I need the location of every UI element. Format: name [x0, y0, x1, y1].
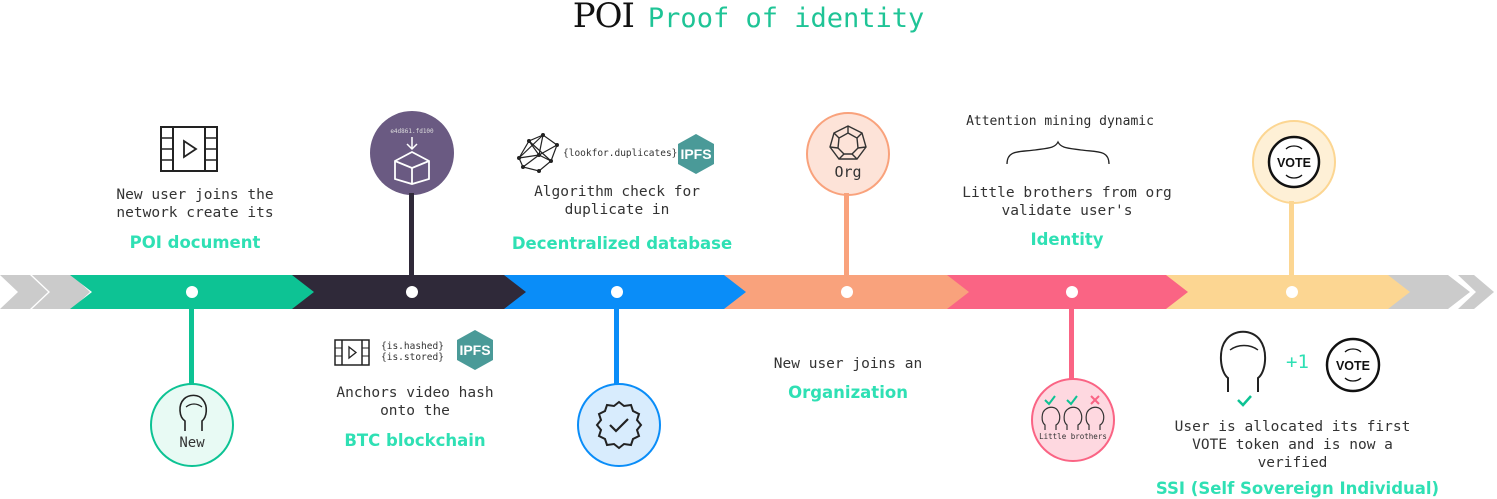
vote-badge-icon: VOTE: [1267, 135, 1321, 189]
hash-code: {is.hashed} {is.stored}: [381, 341, 444, 363]
lookfor-code: {lookfor.duplicates}: [563, 148, 678, 159]
user-head-icon: [1220, 330, 1266, 407]
timeline-segment-3: [504, 275, 754, 309]
step2-description: Anchors video hash onto the: [336, 385, 494, 419]
timeline-band: [0, 275, 1494, 309]
timeline-dot-1: [186, 286, 198, 298]
small-video-icon: [334, 339, 370, 366]
new-user-circle: New: [150, 383, 234, 467]
timeline-dot-3: [611, 286, 623, 298]
ipfs-label: IPFS: [459, 342, 490, 358]
video-icon: [160, 126, 218, 172]
vote-badge-label: VOTE: [1277, 156, 1311, 170]
vote-token-icon: VOTE: [1325, 337, 1381, 393]
step3-highlight: Decentralized database: [511, 234, 733, 253]
timeline-tail-chevron: [0, 275, 48, 309]
step4-stem: [844, 193, 849, 286]
box-icon: [394, 137, 430, 185]
hash-tag: e4d861.fd100: [390, 128, 434, 135]
title-main: POI: [572, 0, 635, 36]
timeline-dot-4: [841, 286, 853, 298]
timeline-dot-2: [406, 286, 418, 298]
ipfs-icon: IPFS: [457, 330, 493, 370]
little-brothers-label: Little brothers: [1039, 432, 1107, 441]
step2-stem: [409, 193, 414, 286]
vote-token-label: VOTE: [1336, 359, 1370, 373]
timeline-tail-chevron-2: [32, 275, 90, 309]
step2-highlight: BTC blockchain: [344, 431, 486, 450]
gem-icon: [829, 125, 867, 160]
title-sub: Proof of identity: [647, 3, 925, 34]
attention-mining-caption: Attention mining dynamic: [966, 114, 1154, 129]
step5-stem: [1069, 300, 1074, 386]
timeline-head: [1388, 275, 1470, 309]
check-badge-icon: [595, 400, 643, 450]
step3-description: Algorithm check for duplicate in: [534, 184, 700, 218]
timeline-dot-5: [1066, 286, 1078, 298]
ipfs-icon-2: IPFS: [678, 134, 714, 174]
step6-description: User is allocated its first VOTE token a…: [1174, 419, 1411, 471]
org-label: Org: [834, 163, 862, 181]
step5-description: Little brothers from org validate user's: [962, 185, 1172, 219]
step5-highlight: Identity: [1030, 230, 1104, 249]
step6-stem: [1289, 201, 1294, 286]
step1-highlight: POI document: [129, 233, 261, 252]
network-icon: [517, 133, 559, 173]
step4-description: New user joins an: [773, 356, 923, 372]
step1-description: New user joins the network create its: [116, 187, 274, 221]
org-circle: Org: [806, 112, 890, 196]
title: POI Proof of identity: [0, 0, 1497, 36]
timeline-dot-6: [1286, 286, 1298, 298]
little-brothers-circle: Little brothers: [1031, 378, 1115, 462]
verified-circle: [577, 383, 661, 467]
ipfs-label-2: IPFS: [680, 146, 711, 162]
step6-highlight: SSI (Self Sovereign Individual): [1155, 479, 1440, 498]
curly-brace-icon: [1006, 140, 1110, 165]
step1-stem: [189, 300, 194, 392]
hash-circle: e4d861.fd100: [370, 111, 454, 195]
vote-circle: VOTE: [1252, 120, 1336, 204]
head-icon: [179, 394, 208, 431]
step3-stem: [614, 300, 619, 386]
new-user-label: New: [179, 435, 205, 451]
timeline-head-chevron: [1458, 275, 1494, 309]
step4-highlight: Organization: [788, 383, 908, 402]
plus-one-label: +1: [1286, 351, 1309, 373]
three-heads-icon: [1041, 395, 1105, 430]
